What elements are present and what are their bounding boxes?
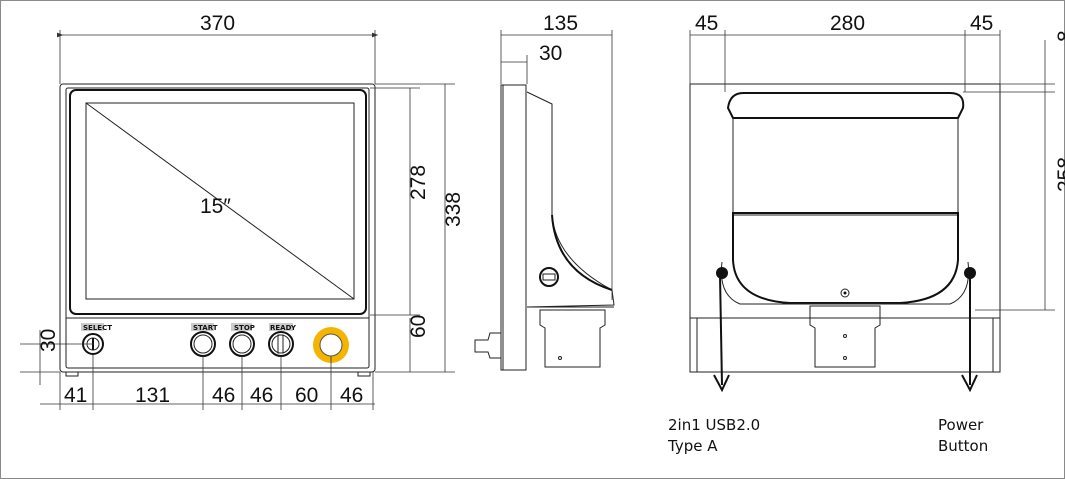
rear-view: 45 280 45 8 258 2in1 USB2.0 Type A Power… — [667, 12, 1065, 455]
dim-bezel-depth: 30 — [539, 42, 562, 65]
dim-screen-height: 278 — [407, 165, 430, 200]
svg-text:STOP: STOP — [234, 324, 255, 332]
power-button — [964, 267, 976, 279]
svg-text:131: 131 — [135, 384, 170, 407]
dim-right-margin: 45 — [970, 12, 993, 35]
emergency-stop-button — [313, 327, 349, 363]
ready-switch: READY — [268, 323, 297, 357]
dim-panel-height: 60 — [407, 315, 430, 338]
start-button: START — [190, 323, 218, 357]
stop-button: STOP — [229, 323, 255, 357]
dim-total-height: 338 — [442, 192, 465, 227]
power-label-line1: Power — [938, 416, 984, 434]
select-switch: SELECT — [81, 323, 112, 355]
dim-top-offset: 8 — [1054, 30, 1065, 42]
side-view: 135 30 — [474, 12, 615, 371]
svg-text:60: 60 — [295, 384, 318, 407]
screen-size-label: 15″ — [200, 195, 231, 218]
dim-left-margin: 45 — [695, 12, 718, 35]
svg-text:READY: READY — [270, 324, 297, 332]
svg-text:START: START — [193, 324, 218, 332]
usb-label-line1: 2in1 USB2.0 — [668, 416, 760, 434]
svg-text:46: 46 — [212, 384, 235, 407]
bottom-dimensions: 41 131 46 46 60 46 — [40, 354, 375, 410]
svg-text:41: 41 — [64, 384, 87, 407]
svg-text:SELECT: SELECT — [83, 324, 112, 332]
front-view: 15″ SELECT START STOP READY 370 — [20, 12, 465, 410]
dim-width: 370 — [200, 12, 235, 35]
dim-center-width: 280 — [830, 12, 865, 35]
svg-text:46: 46 — [340, 384, 363, 407]
screen-diagonal — [85, 102, 355, 300]
dim-port-height: 258 — [1054, 157, 1065, 192]
usb-port — [716, 267, 728, 279]
svg-text:46: 46 — [250, 384, 273, 407]
dim-depth: 135 — [543, 12, 578, 35]
usb-label-line2: Type A — [667, 437, 718, 455]
power-label-line2: Button — [938, 437, 988, 455]
dim-button-offset: 30 — [37, 329, 60, 352]
